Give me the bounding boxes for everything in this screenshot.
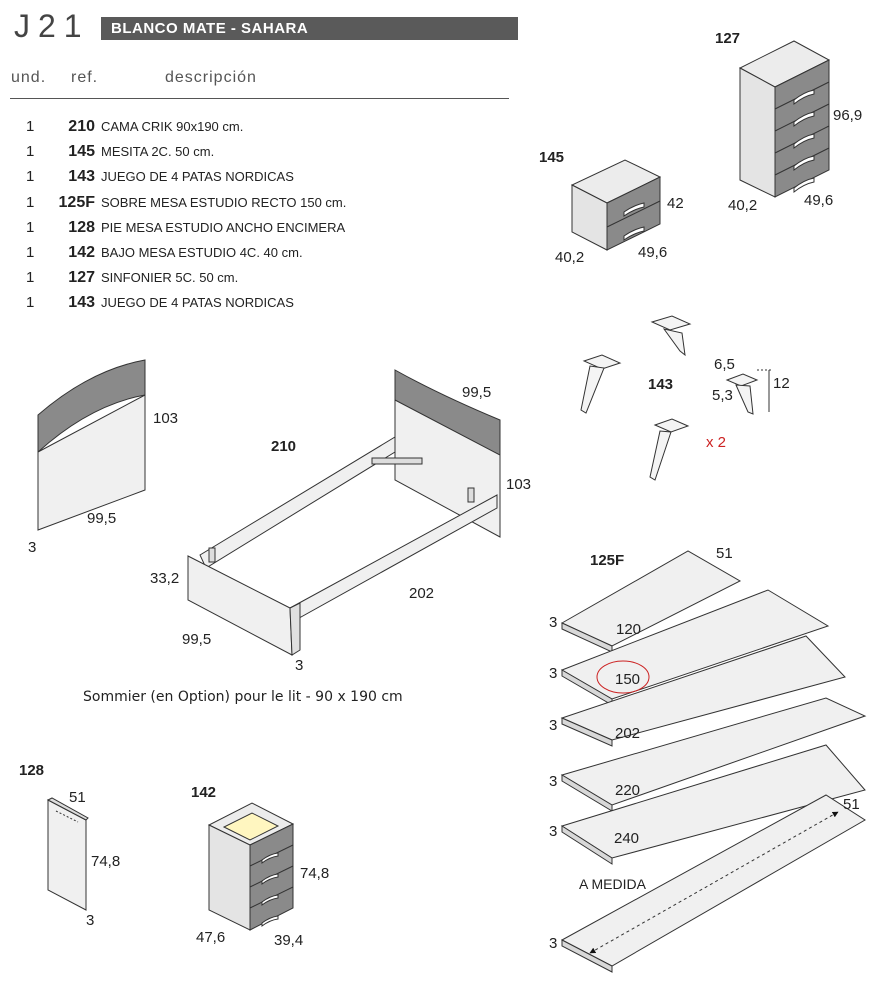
multiplier-x2: x 2 [706,434,727,451]
label-125F: 125F [590,552,625,569]
dim-143-a: 6,5 [714,356,735,373]
dim-bed-headboard-width: 99,5 [462,384,492,401]
custom-size-label: A MEDIDA [579,876,646,892]
dim-142-width: 47,6 [196,929,226,946]
dim-custom-width: 51 [843,796,860,813]
dim-125F-thickness: 3 [549,823,558,840]
panel-128-drawing [46,797,89,911]
dim-145-width: 40,2 [555,249,585,266]
dim-142-depth: 39,4 [274,932,304,949]
dim-headboard-width: 99,5 [87,510,117,527]
chest-127-drawing [738,40,831,198]
tops-125F-drawing [560,550,867,973]
column-header-desc: descripción [165,69,257,86]
label-128: 128 [19,762,45,779]
dim-143-height: 12 [773,375,790,392]
column-header-ref: ref. [71,69,99,86]
dim-128-thickness: 3 [86,912,95,929]
label-145: 145 [539,149,565,166]
collection-code: J21 [14,8,90,44]
dim-bed-thickness: 3 [295,657,304,674]
dim-127-width: 40,2 [728,197,758,214]
dim-125F-width: 51 [716,545,733,562]
dim-127-depth: 49,6 [804,192,834,209]
dim-125F-thickness: 3 [549,773,558,790]
dim-bed-length: 202 [409,585,435,602]
label-210: 210 [271,438,297,455]
bed-210-drawing [187,369,501,656]
headboard-loose-drawing [37,359,146,531]
length-option: 240 [614,830,640,847]
dim-125F-thickness: 3 [549,717,558,734]
length-option: 120 [616,621,642,638]
sommier-note: Sommier (en Option) pour le lit - 90 x 1… [83,689,403,705]
nightstand-145-drawing [570,159,662,251]
dim-headboard-thickness: 3 [28,539,37,556]
column-header-qty: und. [11,69,47,86]
dim-125F-thickness: 3 [549,665,558,682]
dim-128-height: 74,8 [91,853,121,870]
finish-banner: BLANCO MATE - SAHARA [101,17,518,40]
dim-125F-thickness: 3 [549,614,558,631]
length-option: 202 [615,725,641,742]
dim-143-b: 5,3 [712,387,733,404]
dim-bed-headboard-height: 103 [506,476,532,493]
dim-128-width: 51 [69,789,86,806]
label-143: 143 [648,376,674,393]
dim-127-height: 96,9 [833,107,863,124]
dim-bed-width: 99,5 [182,631,212,648]
length-option-highlighted: 150 [615,671,641,688]
label-127: 127 [715,30,741,47]
pedestal-142-drawing [207,802,295,931]
dim-145-height: 42 [667,195,684,212]
header-divider [10,98,509,99]
dim-142-height: 74,8 [300,865,330,882]
dim-headboard-height: 103 [153,410,179,427]
legs-143-drawing [580,315,772,481]
dim-145-depth: 49,6 [638,244,668,261]
label-142: 142 [191,784,217,801]
dim-bed-side-height: 33,2 [150,570,180,587]
dim-custom-thickness: 3 [549,935,558,952]
length-option: 220 [615,782,641,799]
